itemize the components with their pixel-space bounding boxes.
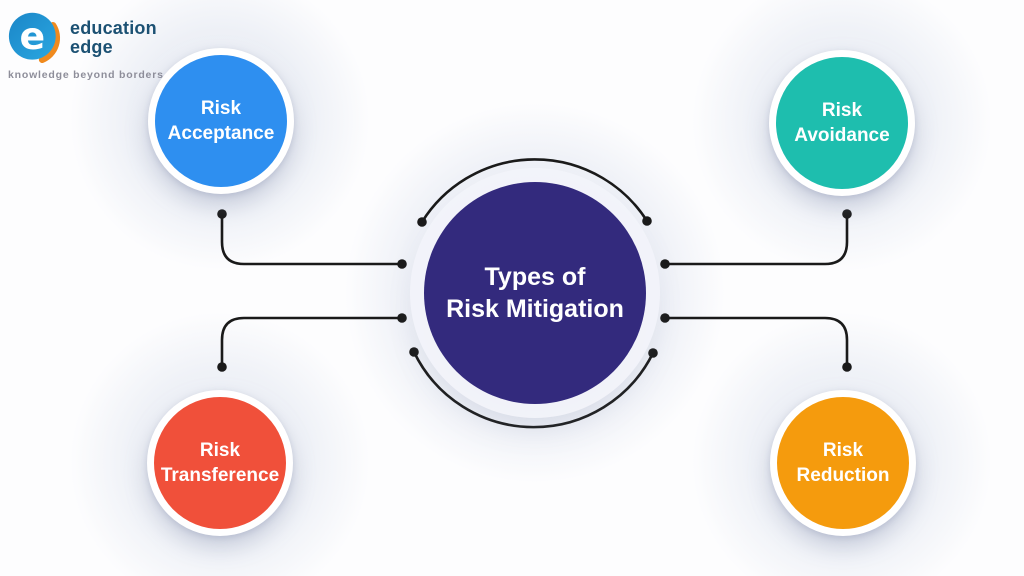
- logo-name: education edge: [70, 19, 157, 57]
- connector-bottom-right: [665, 316, 849, 367]
- connector-dot: [417, 217, 427, 227]
- node-risk-avoidance: Risk Avoidance: [769, 50, 915, 196]
- center-label-line2: Risk Mitigation: [446, 295, 624, 323]
- education-edge-logo-icon: e: [8, 12, 60, 63]
- connector-dot: [409, 347, 419, 357]
- node-risk-reduction: Risk Reduction: [770, 390, 916, 536]
- connector-dot: [660, 313, 670, 323]
- center-arc-top: [420, 158, 649, 223]
- svg-text:e: e: [19, 14, 45, 58]
- connector-dot: [842, 209, 852, 219]
- logo-tagline: knowledge beyond borders: [8, 69, 164, 81]
- node-label-line2: Avoidance: [794, 125, 890, 146]
- connector-top-left: [220, 214, 402, 266]
- connector-dot: [397, 313, 407, 323]
- node-risk-transference: Risk Transference: [147, 390, 293, 536]
- logo-name-line2: edge: [70, 37, 113, 57]
- center-arc-bottom: [412, 351, 655, 429]
- node-label-line1: Risk: [821, 100, 863, 121]
- node-label-line2: Transference: [160, 465, 280, 486]
- connector-dot: [660, 259, 670, 269]
- node-risk-acceptance: Risk Acceptance: [148, 48, 294, 194]
- connector-dot: [648, 348, 658, 358]
- logo-name-line1: education: [70, 18, 157, 38]
- center-circle: Types of Risk Mitigation: [424, 182, 646, 404]
- node-label-line2: Reduction: [796, 465, 890, 486]
- connector-dot: [217, 362, 227, 372]
- center-label-line1: Types of: [484, 263, 586, 291]
- connector-top-right: [665, 214, 849, 266]
- connector-dot: [397, 259, 407, 269]
- connector-dot: [642, 216, 652, 226]
- node-label-line1: Risk: [199, 440, 241, 461]
- connector-bottom-left: [220, 316, 402, 367]
- node-label-line2: Acceptance: [167, 123, 275, 144]
- logo: e education edge knowledge beyond border…: [8, 10, 218, 81]
- node-label-line1: Risk: [822, 440, 864, 461]
- logo-top: e education edge: [8, 10, 218, 66]
- node-label-line1: Risk: [200, 98, 242, 119]
- connector-dot: [217, 209, 227, 219]
- connector-dot: [842, 362, 852, 372]
